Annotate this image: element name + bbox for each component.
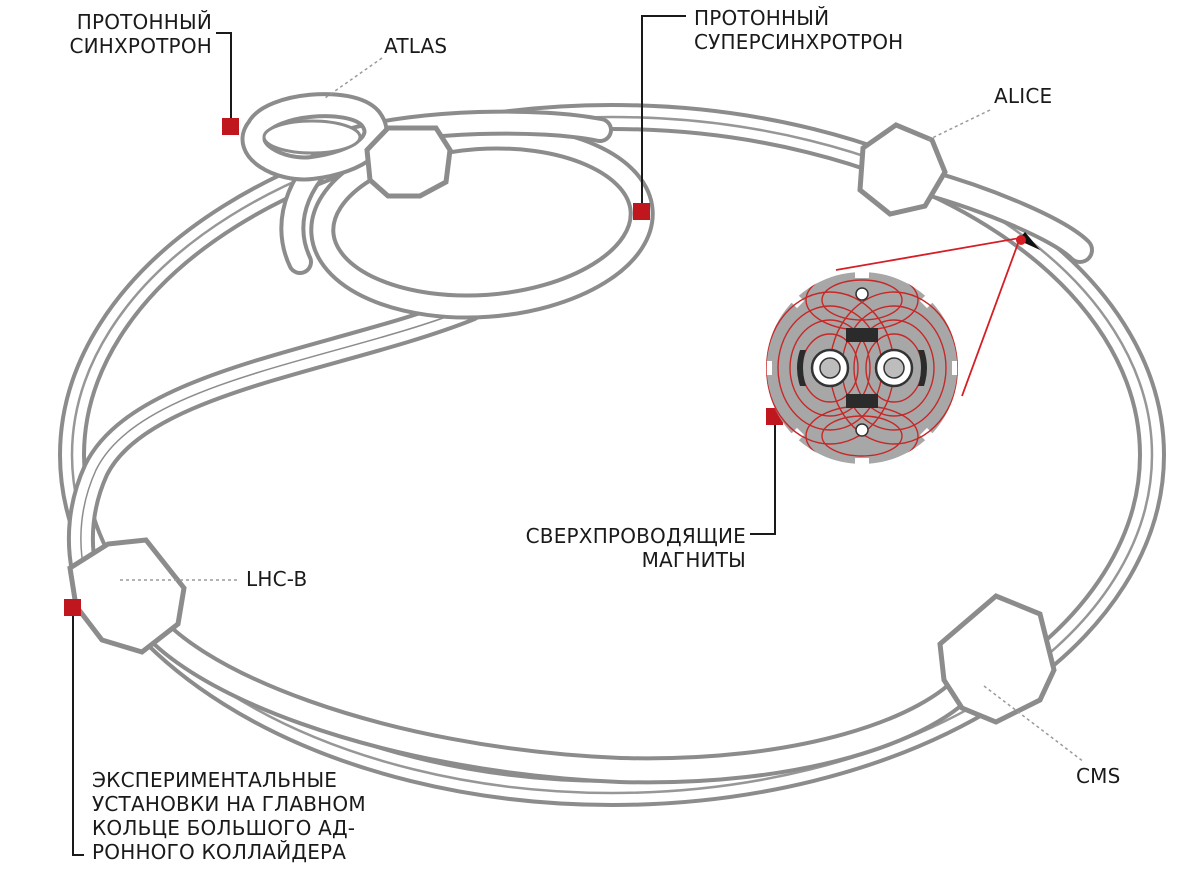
beam-pipe-lhcb-icon	[126, 594, 984, 785]
station-lhcb	[67, 537, 187, 655]
main-ring-icon	[58, 103, 1166, 807]
dashed-leaders	[120, 57, 1085, 763]
magnet-cross-section-icon	[762, 268, 962, 468]
label-lhcb: LHC-B	[246, 567, 307, 591]
station-alice	[857, 122, 948, 217]
label-experimental-setups-line1: ЭКСПЕРИМЕНТАЛЬНЫЕ	[92, 768, 338, 792]
label-alice: ALICE	[994, 84, 1052, 108]
beam-pipe-alice-icon	[911, 168, 1094, 264]
label-superconducting-magnets: СВЕРХПРОВОДЯЩИЕ МАГНИТЫ	[494, 524, 746, 572]
magnet-callout	[835, 232, 1040, 397]
ps-ring-icon	[240, 92, 389, 182]
transfer-line-icon	[66, 294, 484, 584]
label-proton-supersynchrotron-line1: ПРОТОННЫЙ	[694, 6, 830, 30]
label-proton-supersynchrotron-line2: СУПЕРСИНХРОТРОН	[694, 30, 904, 54]
station-atlas	[364, 125, 453, 199]
label-proton-supersynchrotron: ПРОТОННЫЙ СУПЕРСИНХРОТРОН	[694, 6, 903, 54]
label-experimental-setups: ЭКСПЕРИМЕНТАЛЬНЫЕ УСТАНОВКИ НА ГЛАВНОМ К…	[92, 768, 366, 864]
label-experimental-setups-line2: УСТАНОВКИ НА ГЛАВНОМ	[92, 792, 366, 816]
label-proton-synchrotron-line1: ПРОТОННЫЙ	[76, 10, 212, 34]
label-superconducting-magnets-line2: МАГНИТЫ	[641, 548, 746, 572]
label-atlas-text: ATLAS	[384, 34, 448, 58]
label-cms: CMS	[1076, 764, 1121, 788]
label-proton-synchrotron: ПРОТОННЫЙ СИНХРОТРОН	[40, 10, 212, 58]
label-alice-text: ALICE	[994, 84, 1053, 108]
label-experimental-setups-line3: КОЛЬЦЕ БОЛЬШОГО АД-	[92, 816, 356, 840]
label-cms-text: CMS	[1076, 764, 1121, 788]
label-experimental-setups-line4: РОННОГО КОЛЛАЙДЕРА	[92, 840, 347, 864]
label-lhcb-text: LHC-B	[246, 567, 308, 591]
label-atlas: ATLAS	[384, 34, 447, 58]
label-proton-synchrotron-line2: СИНХРОТРОН	[69, 34, 212, 58]
label-superconducting-magnets-line1: СВЕРХПРОВОДЯЩИЕ	[525, 524, 746, 548]
solid-leaders	[72, 15, 776, 856]
station-cms	[937, 593, 1057, 725]
